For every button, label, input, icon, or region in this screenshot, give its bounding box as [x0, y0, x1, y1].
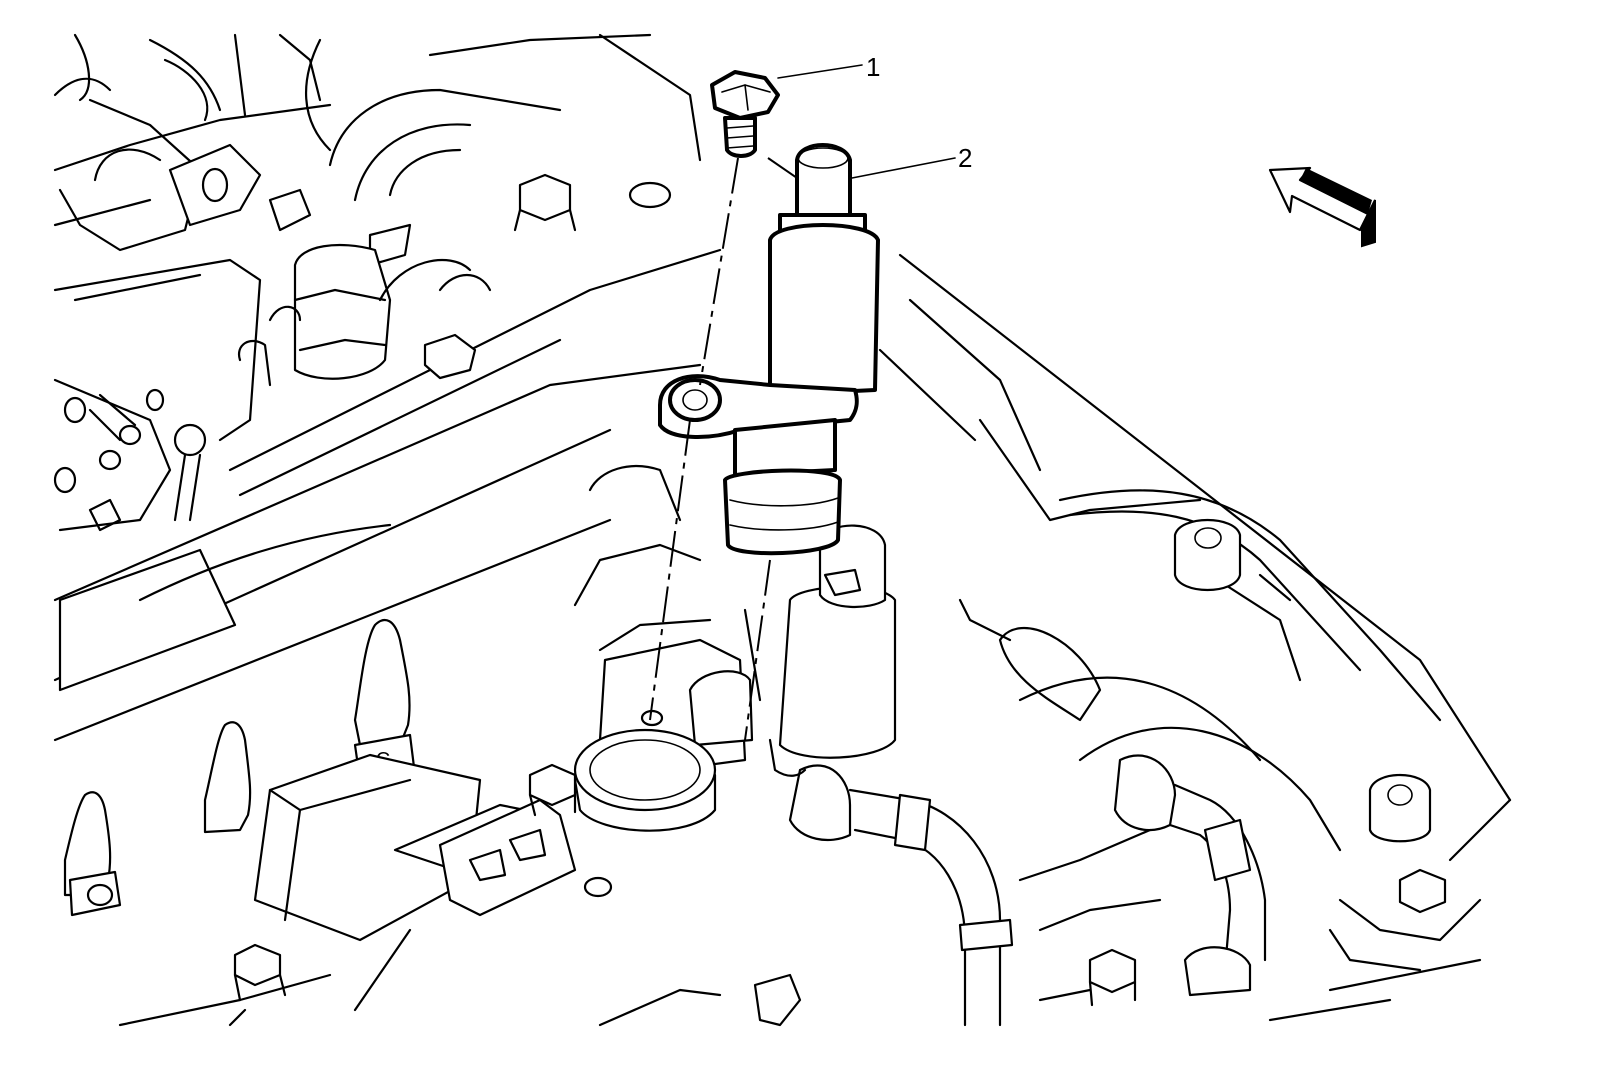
callout-label-2: 2 [958, 143, 972, 173]
adjacent-solenoid [768, 524, 897, 777]
callout-2: 2 [851, 143, 972, 179]
solenoid-valve [658, 143, 880, 556]
installation-lines [640, 157, 801, 741]
bolt [710, 70, 780, 158]
callout-1: 1 [777, 52, 880, 82]
direction-arrow-icon [1268, 166, 1376, 248]
callout-label-1: 1 [866, 52, 880, 82]
engine-background: C [53, 33, 1512, 1027]
